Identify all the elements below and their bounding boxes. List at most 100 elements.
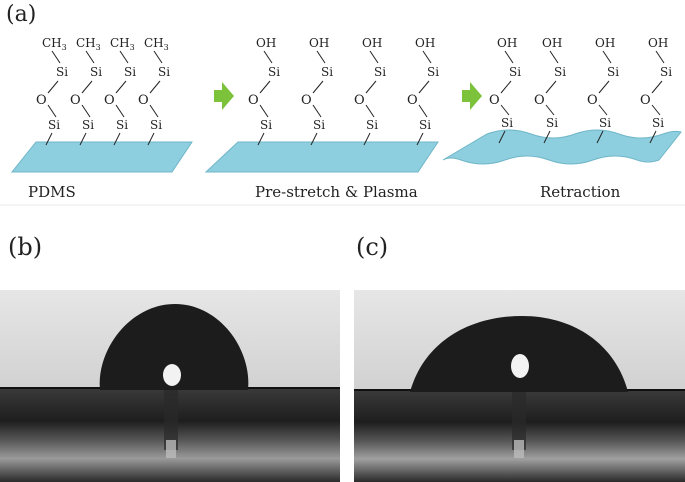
bond-line [316,50,326,64]
silicon-upper: Si [554,65,566,79]
silicon-upper: Si [509,65,521,79]
substrate-stretched [204,141,439,173]
methyl-group: CH3 [76,36,101,52]
bond-line [312,80,324,94]
silicon-upper: Si [660,65,672,79]
bond-line [81,104,91,118]
bond-line [79,132,87,146]
bond-line [365,80,377,94]
hydroxyl-group: OH [497,36,517,50]
oxygen-atom: O [640,93,651,108]
process-arrow-1 [214,82,234,110]
bond-line [47,80,59,94]
bond-line [119,50,129,64]
bond-line [651,104,661,116]
bond-line [312,104,322,118]
oxygen-atom: O [138,93,149,108]
bond-line [259,104,269,118]
bond-line [596,130,604,144]
oxygen-atom: O [248,93,259,108]
bond-line [655,50,665,64]
bond-line [259,80,271,94]
bond-line [45,132,53,146]
bond-line [81,80,93,94]
bond-line [115,104,125,118]
oxygen-atom: O [354,93,365,108]
silicon-lower: Si [652,116,664,130]
contact-angle-photo-b [0,290,340,482]
bond-line [418,104,428,118]
bond-line [598,80,610,94]
oxygen-atom: O [489,93,500,108]
oxygen-atom: O [407,93,418,108]
silicon-lower: Si [419,118,431,132]
bond-line [545,80,557,94]
substrate-pdms [10,141,193,173]
oxygen-atom: O [36,93,47,108]
bond-line [500,80,512,94]
silicon-upper: Si [268,65,280,79]
bond-line [51,50,61,64]
oxygen-atom: O [70,93,81,108]
bond-line [113,132,121,146]
caption-retraction: Retraction [540,183,621,201]
silicon-upper: Si [124,65,136,79]
caption-pre-stretch-plasma: Pre-stretch & Plasma [255,183,418,201]
hydroxyl-group: OH [648,36,668,50]
bond-line [153,50,163,64]
bond-line [147,132,155,146]
contact-angle-photo-c [354,290,685,482]
bond-line [149,80,161,94]
bond-line [365,104,375,118]
droplet-reflection [511,354,529,378]
bond-line [418,80,430,94]
hydroxyl-group: OH [415,36,435,50]
bond-line [598,104,608,116]
bond-line [545,104,555,116]
silicon-lower: Si [546,116,558,130]
silicon-lower: Si [260,118,272,132]
silicon-upper: Si [158,65,170,79]
hydroxyl-group: OH [595,36,615,50]
bond-line [498,130,506,144]
bond-line [649,130,657,144]
silicon-lower: Si [150,118,162,132]
oxygen-atom: O [104,93,115,108]
bond-line [257,132,265,146]
hydroxyl-group: OH [309,36,329,50]
hydroxyl-group: OH [362,36,382,50]
panel-label-a: (a) [6,2,37,27]
silicon-lower: Si [366,118,378,132]
bond-line [85,50,95,64]
bond-line [549,50,559,64]
methyl-group: CH3 [144,36,169,52]
hydroxyl-group: OH [256,36,276,50]
silicon-upper: Si [321,65,333,79]
silicon-lower: Si [501,116,513,130]
caption-pdms: PDMS [28,183,76,201]
bond-line [416,132,424,146]
bond-line [651,80,663,94]
droplet [410,316,628,392]
bond-line [47,104,57,118]
process-arrow-2 [462,82,482,110]
hydroxyl-group: OH [542,36,562,50]
bond-line [310,132,318,146]
silicon-upper: Si [607,65,619,79]
bond-line [369,50,379,64]
bond-line [602,50,612,64]
bond-line [500,104,510,116]
silicon-upper: Si [427,65,439,79]
bond-line [422,50,432,64]
methyl-group: CH3 [42,36,67,52]
droplet [99,304,249,390]
silicon-lower: Si [82,118,94,132]
silicon-lower: Si [116,118,128,132]
substrate-wrinkled [442,129,682,165]
oxygen-atom: O [301,93,312,108]
silicon-lower: Si [313,118,325,132]
bond-line [115,80,127,94]
bond-line [363,132,371,146]
methyl-group: CH3 [110,36,135,52]
silicon-lower: Si [48,118,60,132]
